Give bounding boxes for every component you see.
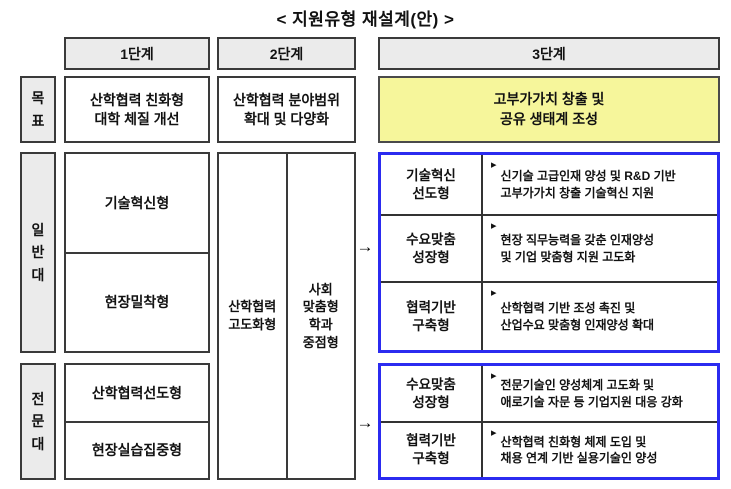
- vocational-step3-type-2: 협력기반 구축형: [381, 423, 483, 477]
- column-header-step3: 3단계: [378, 37, 720, 70]
- general-step1-item-field-oriented: 현장밀착형: [104, 294, 170, 311]
- row-label-vocational-text: 전문대: [31, 390, 45, 452]
- vocational-step1-item-leading: 산학협력선도형: [66, 365, 208, 423]
- general-step3-box: 기술혁신 선도형 ▸ 신기술 고급인재 양성 및 R&D 기반 고부가가치 창출…: [378, 152, 720, 353]
- vocational-step1-box: 산학협력선도형 현장실습집중형: [64, 363, 210, 480]
- general-step3-desc-1-text: 신기술 고급인재 양성 및 R&D 기반 고부가가치 창출 기술혁신 지원: [500, 169, 676, 200]
- row-label-goal: 목표: [20, 76, 56, 143]
- vocational-step3-desc-1: ▸ 전문기술인 양성체계 고도화 및 애로기술 자문 등 기업지원 대응 강화: [483, 366, 717, 421]
- bullet-icon: ▸: [491, 287, 497, 299]
- general-step3-desc-2-text: 현장 직무능력을 갖춘 인재양성 및 기업 맞춤형 지원 고도화: [500, 233, 655, 264]
- step2-left-cell: 산학협력 고도화형: [219, 154, 288, 478]
- general-step3-desc-3: ▸ 산학협력 기반 조성 촉진 및 산업수요 맞춤형 인재양성 확대: [483, 283, 717, 350]
- general-step1-item-tech-innovation: 기술혁신형: [66, 154, 208, 254]
- vocational-step3-desc-2-text: 산학협력 친화형 체제 도입 및 채용 연계 기반 실용기술인 양성: [500, 434, 658, 465]
- vocational-step3-type-1: 수요맞춤 성장형: [381, 366, 483, 421]
- vocational-step3-desc-2: ▸ 산학협력 친화형 체제 도입 및 채용 연계 기반 실용기술인 양성: [483, 423, 717, 477]
- general-step3-type-2: 수요맞춤 성장형: [381, 216, 483, 281]
- arrow-vocational-icon: →: [356, 413, 374, 432]
- goal-step3-highlight-box: 고부가가치 창출 및 공유 생태계 조성: [378, 76, 720, 143]
- general-step3-type-1: 기술혁신 선도형: [381, 155, 483, 214]
- column-header-step1: 1단계: [64, 37, 210, 70]
- bullet-icon: ▸: [491, 159, 497, 171]
- general-step3-row-tech-innovation: 기술혁신 선도형 ▸ 신기술 고급인재 양성 및 R&D 기반 고부가가치 창출…: [381, 155, 717, 216]
- general-step3-desc-3-text: 산학협력 기반 조성 촉진 및 산업수요 맞춤형 인재양성 확대: [500, 301, 655, 332]
- column-header-step2: 2단계: [217, 37, 356, 70]
- general-step3-row-demand-growth: 수요맞춤 성장형 ▸ 현장 직무능력을 갖춘 인재양성 및 기업 맞춤형 지원 …: [381, 216, 717, 283]
- step2-shared-box: 산학협력 고도화형 사회 맞춤형 학과 중점형: [217, 152, 356, 480]
- row-label-vocational: 전문대: [20, 363, 56, 480]
- vocational-step3-box: 수요맞춤 성장형 ▸ 전문기술인 양성체계 고도화 및 애로기술 자문 등 기업…: [378, 363, 720, 480]
- general-step3-type-3: 협력기반 구축형: [381, 283, 483, 350]
- general-step1-box: 기술혁신형 현장밀착형: [64, 152, 210, 353]
- bullet-icon: ▸: [491, 427, 497, 439]
- vocational-step3-desc-1-text: 전문기술인 양성체계 고도화 및 애로기술 자문 등 기업지원 대응 강화: [500, 378, 683, 409]
- diagram-title: < 지원유형 재설계(안) >: [276, 10, 455, 29]
- goal-step2-box: 산학협력 분야범위 확대 및 다양화: [217, 76, 356, 143]
- vocational-step1-item-practice: 현장실습집중형: [91, 442, 183, 459]
- row-label-general-univ: 일반대: [20, 152, 56, 353]
- vocational-step3-row-cooperation-base: 협력기반 구축형 ▸ 산학협력 친화형 체제 도입 및 채용 연계 기반 실용기…: [381, 423, 717, 477]
- general-step3-desc-2: ▸ 현장 직무능력을 갖춘 인재양성 및 기업 맞춤형 지원 고도화: [483, 216, 717, 281]
- bullet-icon: ▸: [491, 220, 497, 232]
- general-step3-desc-1: ▸ 신기술 고급인재 양성 및 R&D 기반 고부가가치 창출 기술혁신 지원: [483, 155, 717, 214]
- general-step3-row-cooperation-base: 협력기반 구축형 ▸ 산학협력 기반 조성 촉진 및 산업수요 맞춤형 인재양성…: [381, 283, 717, 350]
- row-label-general-univ-text: 일반대: [31, 221, 45, 283]
- vocational-step3-row-demand-growth: 수요맞춤 성장형 ▸ 전문기술인 양성체계 고도화 및 애로기술 자문 등 기업…: [381, 366, 717, 423]
- arrow-general-icon: →: [356, 237, 374, 256]
- row-label-goal-text: 목표: [31, 90, 45, 129]
- bullet-icon: ▸: [491, 370, 497, 382]
- step2-right-cell: 사회 맞춤형 학과 중점형: [302, 281, 339, 350]
- goal-step1-box: 산학협력 친화형 대학 체질 개선: [64, 76, 210, 143]
